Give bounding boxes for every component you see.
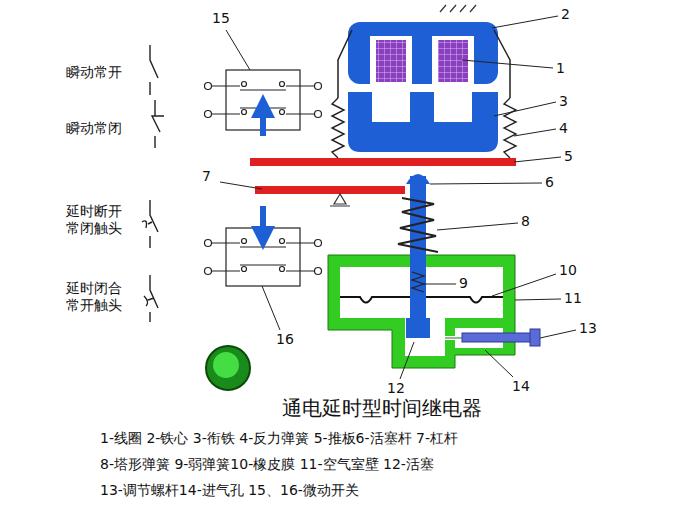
callout-number: 8 [521, 213, 530, 230]
lever [255, 186, 405, 194]
leader-line [220, 16, 576, 379]
callout-number: 12 [387, 380, 405, 397]
motion-arrow [260, 106, 266, 136]
adjusting-screw [462, 333, 532, 342]
contact-label: 瞬动常闭 [66, 120, 122, 137]
weak-spring [412, 272, 424, 292]
callout-number: 15 [212, 10, 230, 27]
coil [438, 40, 468, 82]
callout-number: 7 [202, 168, 211, 185]
legend-key-line: 1-线圈 2-铁心 3-衔铁 4-反力弹簧 5-推板6-活塞杆 7-杠杆 [100, 430, 458, 447]
coil [376, 40, 406, 82]
callout-number: 4 [559, 120, 568, 137]
callout-number: 2 [561, 6, 570, 23]
contact-label: 延时闭合 常开触头 [66, 280, 128, 314]
piston [406, 318, 430, 338]
contact-label: 瞬动常开 [66, 64, 122, 81]
pivot [330, 194, 350, 206]
tower-spring [398, 198, 438, 252]
legend-key-line: 13-调节螺杆14-进气孔 15、16-微动开关 [100, 482, 359, 499]
callout-number: 1 [556, 60, 565, 77]
push-plate [250, 158, 516, 166]
diagram-title: 通电延时型时间继电器 [282, 396, 482, 420]
legend-key-line: 8-塔形弹簧 9-弱弹簧10-橡皮膜 11-空气室壁 12-活塞 [100, 456, 434, 473]
iron-core [348, 22, 498, 84]
callout-number: 9 [459, 275, 468, 292]
callout-number: 14 [512, 378, 530, 395]
callout-number: 13 [579, 320, 597, 337]
fixed-mount [440, 5, 476, 12]
callout-number: 16 [276, 331, 294, 348]
indicator-button [206, 346, 250, 390]
contact-label: 延时断开 常闭触头 [66, 203, 128, 237]
callout-number: 5 [564, 148, 573, 165]
callout-number: 10 [559, 262, 577, 279]
callout-number: 6 [545, 174, 554, 191]
callout-number: 11 [564, 290, 582, 307]
callout-number: 3 [559, 93, 568, 110]
reaction-spring [332, 98, 516, 158]
contact-symbol [142, 45, 164, 322]
motion-arrow [260, 206, 266, 238]
armature [348, 92, 498, 152]
